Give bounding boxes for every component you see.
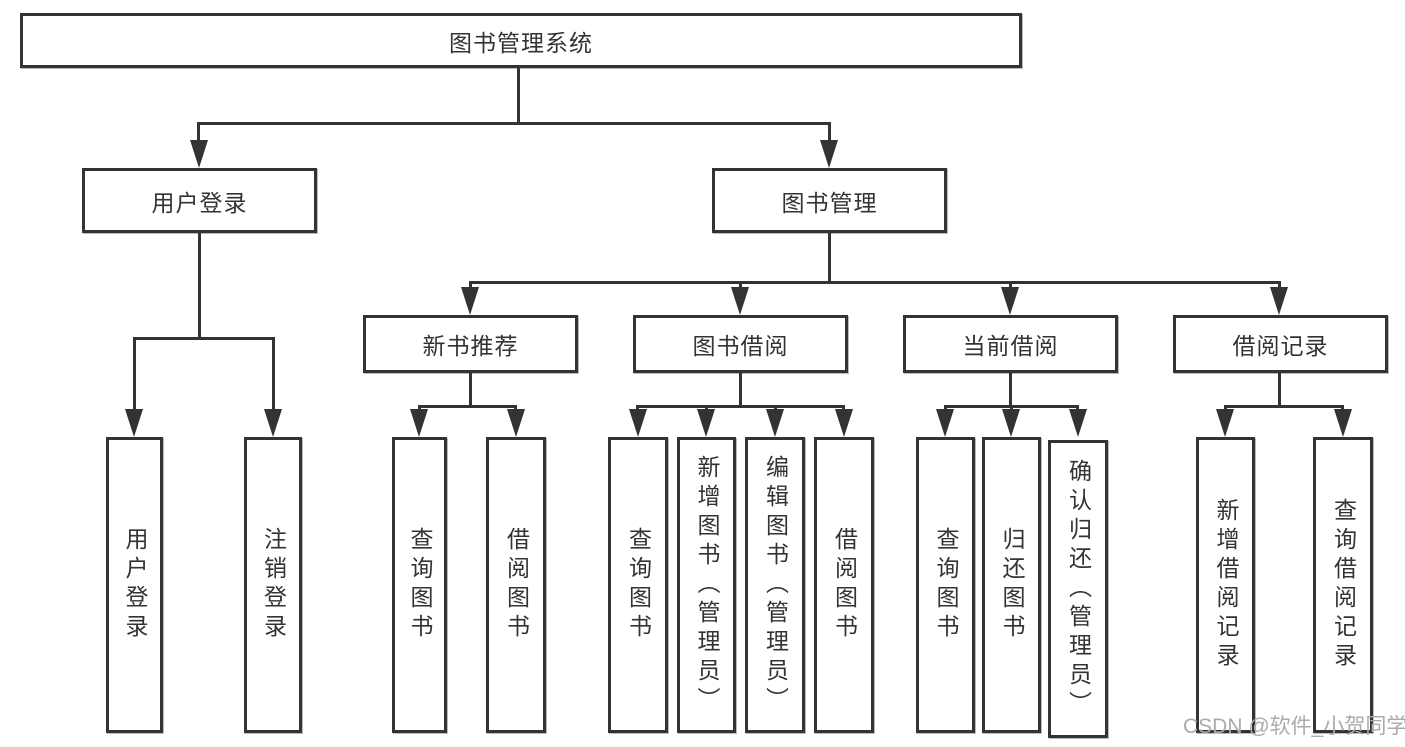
arrowhead-down <box>1001 287 1019 315</box>
leaf-return-book: 归还图书 <box>982 437 1041 733</box>
connector-records-splitter <box>1224 405 1344 408</box>
leaf-query-book-borrow: 查询图书 <box>608 437 668 733</box>
arrowhead-down <box>1216 409 1234 437</box>
connector-root-splitter <box>198 122 831 125</box>
arrowhead-down <box>410 409 428 437</box>
node-library-system-label: 图书管理系统 <box>449 29 593 56</box>
connector-user-login-drop <box>198 233 201 339</box>
arrowhead-down <box>820 140 838 168</box>
arrowhead-down <box>125 409 143 437</box>
leaf-borrow-book-recommend: 借阅图书 <box>486 437 546 733</box>
node-new-book-recommend: 新书推荐 <box>363 315 578 373</box>
node-user-login-label: 用户登录 <box>151 189 248 216</box>
connector-to-leaf <box>133 337 136 411</box>
arrowhead-down <box>1069 409 1087 437</box>
arrowhead-down <box>461 287 479 315</box>
leaf-borrow-book: 借阅图书 <box>814 437 874 733</box>
leaf-query-book-current: 查询图书 <box>916 437 975 733</box>
node-library-system: 图书管理系统 <box>20 13 1022 68</box>
arrowhead-down <box>264 409 282 437</box>
leaf-add-book-admin: 新增图书（管理员） <box>677 437 736 733</box>
leaf-add-borrow-record: 新增借阅记录 <box>1196 437 1255 733</box>
connector-to-book-mgmt <box>828 122 831 144</box>
arrowhead-down <box>697 409 715 437</box>
node-book-management: 图书管理 <box>712 168 947 233</box>
arrowhead-down <box>835 409 853 437</box>
connector-book-mgmt-splitter <box>469 281 1281 284</box>
connector-root-drop <box>517 68 520 124</box>
connector-recommend-splitter <box>419 405 517 408</box>
node-new-book-recommend-label: 新书推荐 <box>422 333 519 359</box>
arrowhead-down <box>1002 409 1020 437</box>
leaf-logout: 注销登录 <box>244 437 302 733</box>
node-book-borrow-label: 图书借阅 <box>692 333 789 359</box>
arrowhead-down <box>936 409 954 437</box>
connector-recommend-drop <box>469 373 472 407</box>
connector-to-user-login <box>197 122 200 144</box>
node-book-management-label: 图书管理 <box>781 189 878 216</box>
connector-to-current <box>1009 281 1012 291</box>
node-user-login: 用户登录 <box>82 168 317 233</box>
connector-borrow-splitter <box>637 405 845 408</box>
connector-user-login-splitter <box>134 337 274 340</box>
connector-to-records <box>1278 281 1281 291</box>
arrowhead-down <box>766 409 784 437</box>
connector-current-drop <box>1009 373 1012 407</box>
leaf-query-borrow-record: 查询借阅记录 <box>1313 437 1373 733</box>
connector-records-drop <box>1278 373 1281 407</box>
arrowhead-down <box>629 409 647 437</box>
node-book-borrow: 图书借阅 <box>633 315 848 373</box>
arrowhead-down <box>731 287 749 315</box>
connector-to-borrow <box>739 281 742 291</box>
leaf-query-book-recommend: 查询图书 <box>392 437 447 733</box>
connector-to-leaf <box>272 337 275 411</box>
node-current-borrow: 当前借阅 <box>903 315 1118 373</box>
leaf-user-login: 用户登录 <box>106 437 163 733</box>
leaf-confirm-return-admin: 确认归还（管理员） <box>1048 440 1108 738</box>
arrowhead-down <box>1334 409 1352 437</box>
arrowhead-down <box>507 409 525 437</box>
arrowhead-down <box>1270 287 1288 315</box>
connector-to-recommend <box>469 281 472 291</box>
watermark: CSDN @软件_小贺同学 <box>1183 715 1405 738</box>
node-current-borrow-label: 当前借阅 <box>962 333 1059 359</box>
node-borrow-records-label: 借阅记录 <box>1232 333 1329 359</box>
node-borrow-records: 借阅记录 <box>1173 315 1388 373</box>
connector-borrow-drop <box>739 373 742 407</box>
arrowhead-down <box>190 140 208 168</box>
leaf-edit-book-admin: 编辑图书（管理员） <box>745 437 805 733</box>
connector-book-mgmt-drop <box>828 233 831 283</box>
